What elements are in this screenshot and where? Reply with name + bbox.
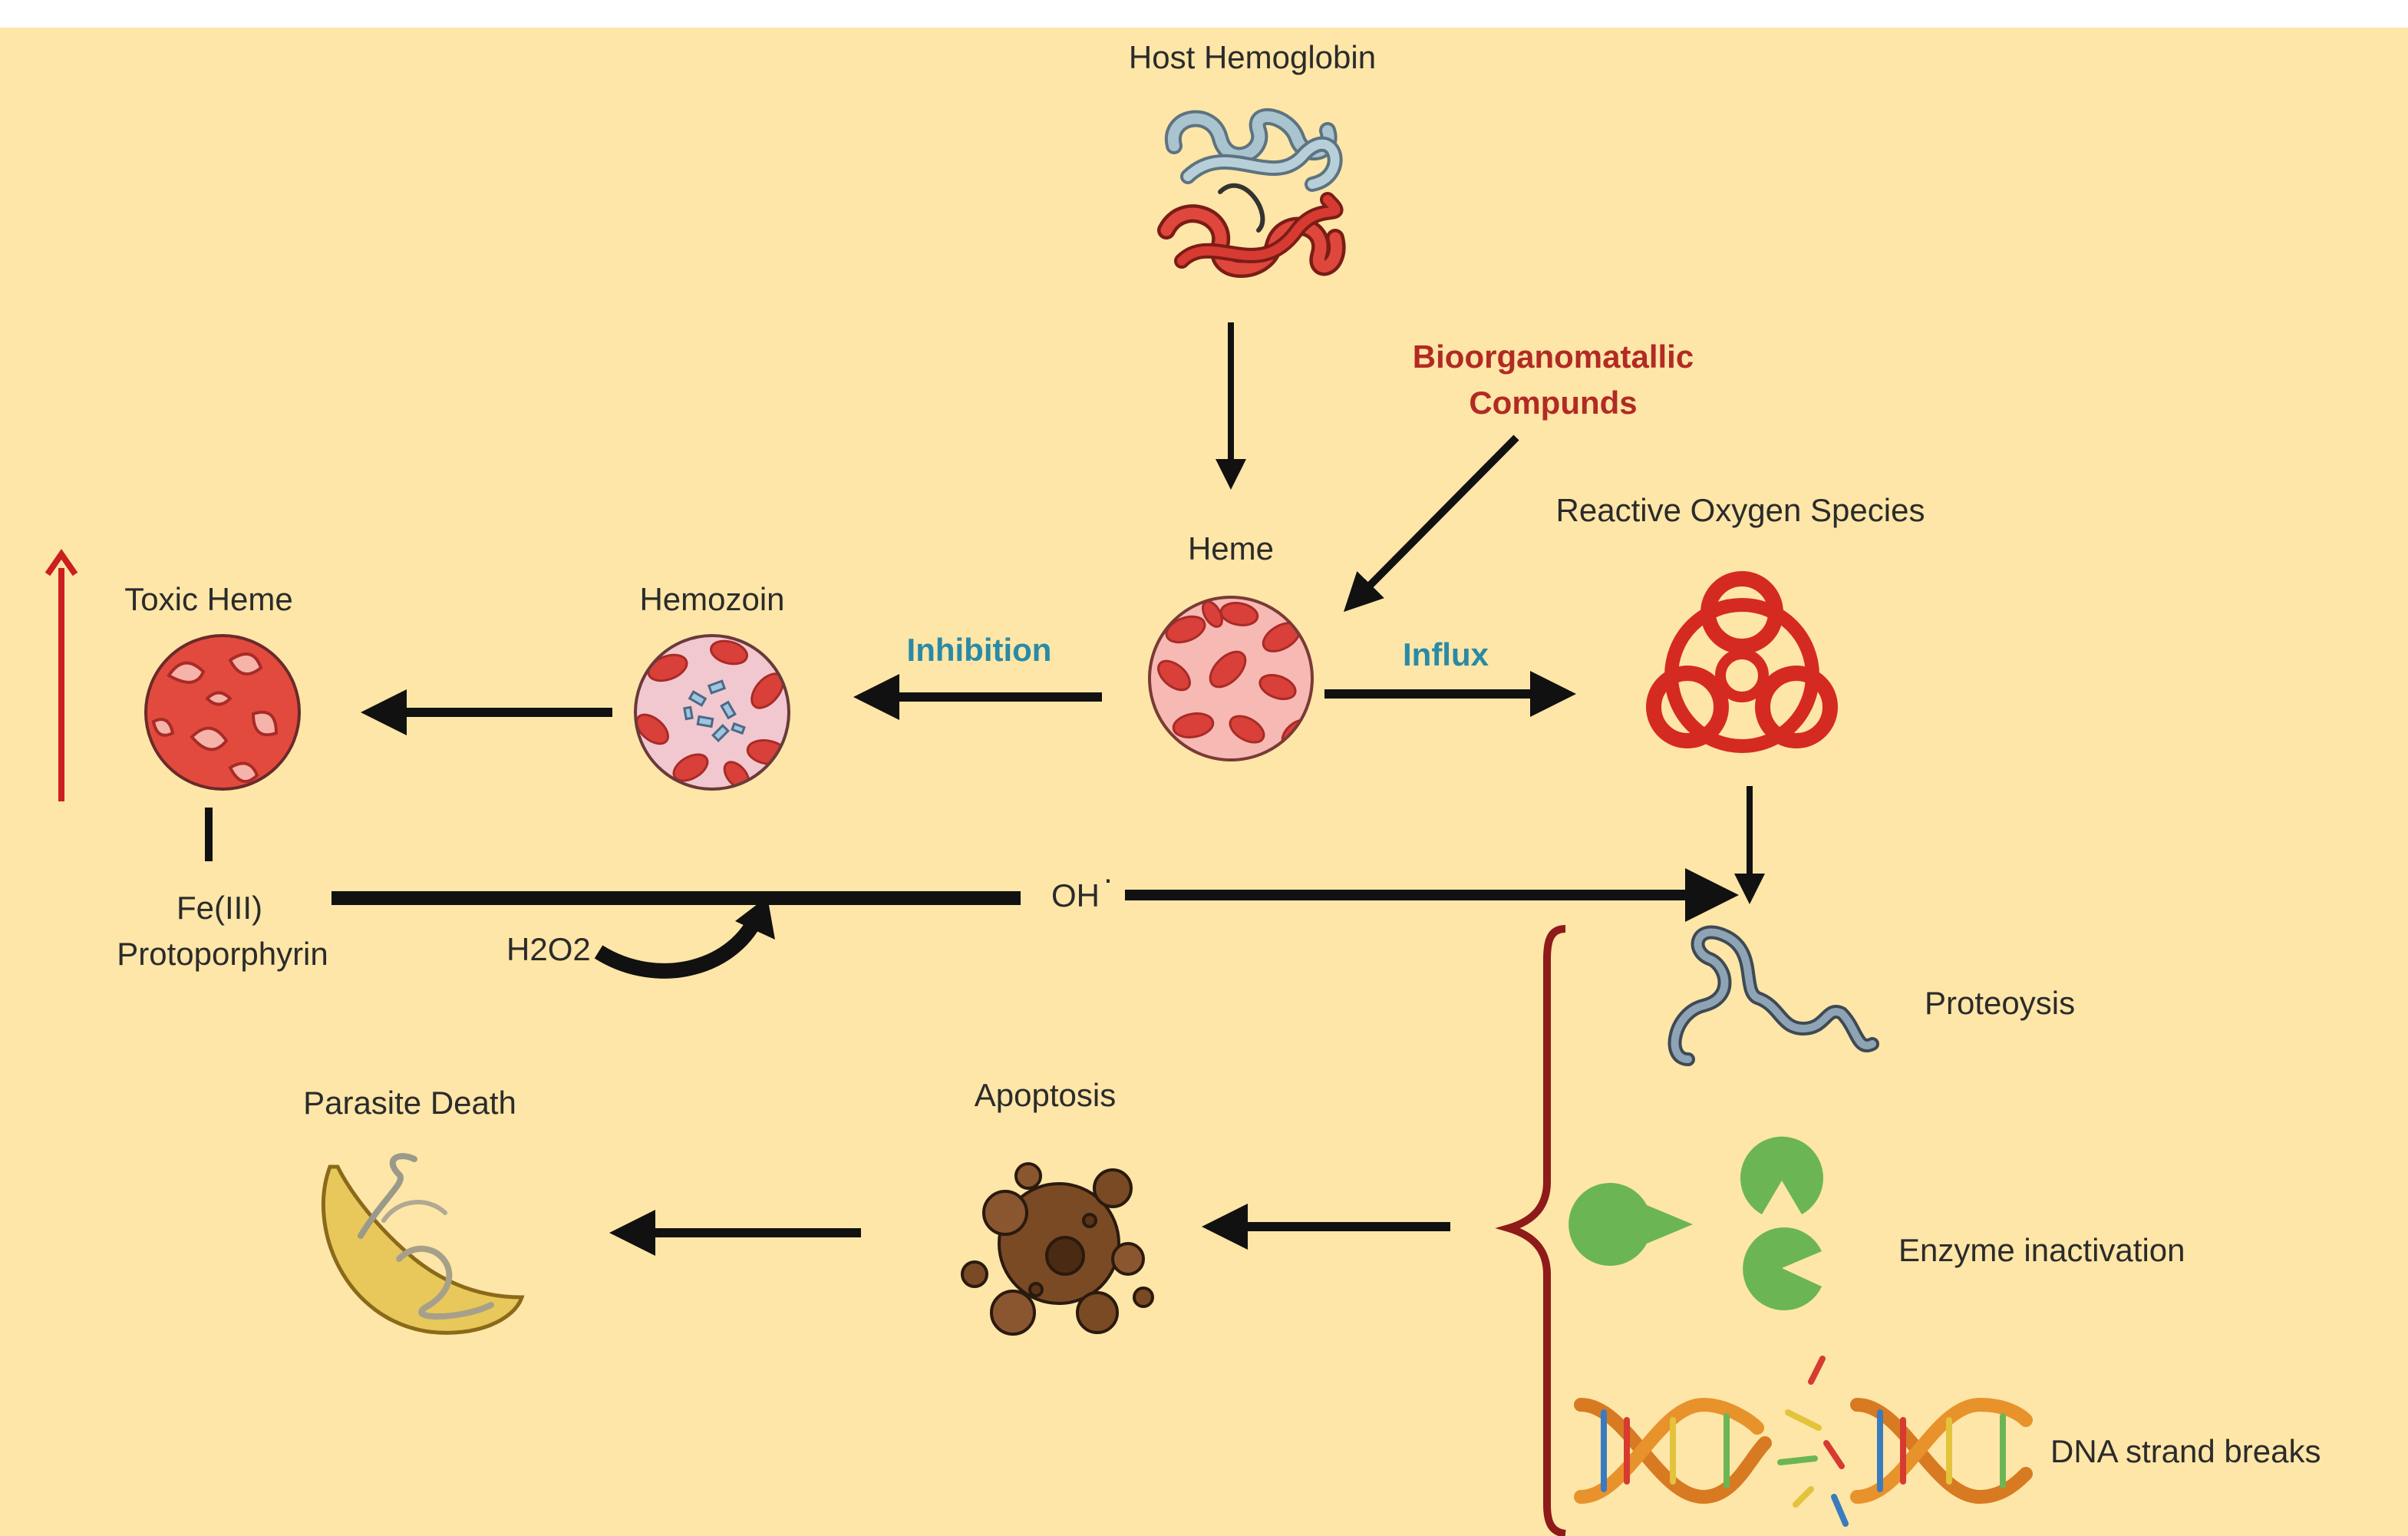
toxic-heme-label: Toxic Heme — [124, 581, 293, 617]
arrow-compounds-to-heme — [1343, 434, 1519, 613]
apoptosis-label: Apoptosis — [974, 1077, 1117, 1113]
enzyme-inactivation-label: Enzyme inactivation — [1898, 1232, 2185, 1268]
fe-iii-label-line1: Fe(III) — [176, 890, 262, 926]
hemozoin-label: Hemozoin — [639, 581, 785, 617]
bioorganometallic-label-line2: Compunds — [1469, 385, 1638, 421]
biohazard-icon — [1646, 571, 1838, 753]
fe-iii-label-line2: Protoporphyrin — [117, 936, 328, 972]
toxic-heme-icon — [144, 634, 301, 791]
h2o2-label: H2O2 — [506, 931, 591, 967]
parasite-icon — [322, 1153, 525, 1335]
dna-strand-breaks-label: DNA strand breaks — [2050, 1433, 2321, 1469]
oh-text: OH — [1051, 877, 1100, 913]
dna-helix-icon — [1574, 1356, 2033, 1527]
effects-brace — [1495, 925, 1566, 1536]
red-up-arrow — [45, 548, 78, 801]
proteolysis-label: Proteoysis — [1925, 985, 2076, 1021]
protein-strand-icon — [1667, 925, 1879, 1066]
enzyme-pacman-icon — [1568, 1136, 1823, 1311]
host-hemoglobin-label: Host Hemoglobin — [1128, 39, 1377, 75]
oh-radical-dot: · — [1103, 860, 1113, 897]
h2o2-curved-arrow — [594, 897, 775, 979]
inhibition-label: Inhibition — [906, 632, 1052, 668]
hemoglobin-protein-icon — [1157, 108, 1346, 278]
oh-radical-label: OH· — [1051, 860, 1113, 915]
hemozoin-crystals-icon — [634, 634, 790, 791]
parasite-death-label: Parasite Death — [303, 1085, 516, 1121]
ros-label: Reactive Oxygen Species — [1555, 492, 1925, 528]
apoptotic-cell-icon — [961, 1162, 1154, 1336]
heme-blood-cells-icon — [1148, 596, 1314, 761]
influx-label: Influx — [1403, 636, 1489, 672]
bioorganometallic-label-line1: Bioorganomatallic — [1412, 339, 1694, 375]
heme-label: Heme — [1187, 530, 1275, 567]
arrow-fe-to-ros-line — [332, 868, 1739, 922]
